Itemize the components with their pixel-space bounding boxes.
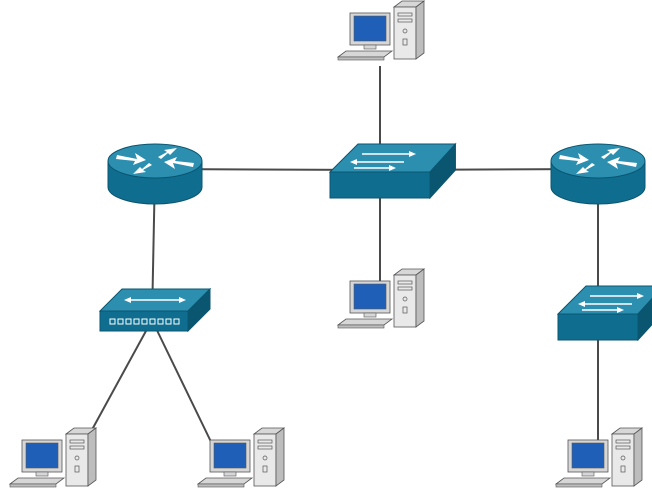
link-hub-left-to-pc-left-1 bbox=[81, 319, 153, 449]
hub-left-hub-icon bbox=[98, 287, 212, 333]
nodes-layer bbox=[8, 0, 652, 488]
pc-left-1-workstation-icon bbox=[8, 427, 98, 488]
pc-center-workstation-icon bbox=[336, 268, 426, 329]
links-layer bbox=[81, 66, 599, 449]
router-left-router-icon bbox=[107, 143, 203, 205]
router-arrows-icon bbox=[559, 148, 637, 174]
router-right-router-icon bbox=[550, 143, 646, 205]
router-arrows-icon bbox=[116, 148, 194, 174]
switch-arrows-icon bbox=[578, 293, 644, 313]
switch-right-switch-icon bbox=[556, 285, 652, 342]
pc-top-workstation-icon bbox=[336, 0, 426, 61]
hub-ports bbox=[109, 318, 180, 325]
switch-center-switch-icon bbox=[328, 142, 457, 200]
link-hub-left-to-pc-left-2 bbox=[151, 319, 215, 449]
switch-arrows-icon bbox=[350, 151, 416, 171]
pc-left-2-workstation-icon bbox=[196, 427, 286, 488]
pc-right-workstation-icon bbox=[554, 427, 644, 488]
hub-arrow-icon bbox=[124, 297, 186, 303]
